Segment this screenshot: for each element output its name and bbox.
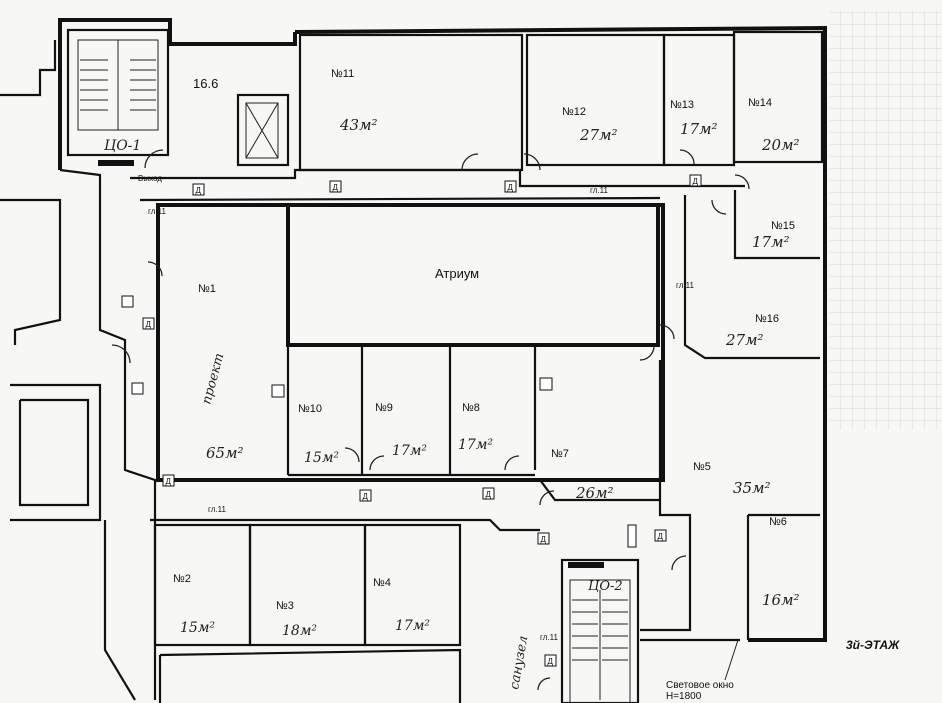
room-number: №4 bbox=[373, 577, 391, 589]
skylight-height: Н=1800 bbox=[666, 691, 702, 702]
fire-marker bbox=[131, 382, 144, 395]
room-number: №15 bbox=[771, 220, 795, 232]
skylight-label: Световое окно bbox=[666, 680, 734, 691]
svg-text:Д: Д bbox=[333, 183, 339, 192]
room-area: 27м² bbox=[725, 331, 764, 349]
room-number: №10 bbox=[298, 403, 322, 415]
room-number: №7 bbox=[551, 448, 569, 460]
svg-text:Д: Д bbox=[508, 183, 514, 192]
svg-text:Д: Д bbox=[166, 477, 172, 486]
room-area: 15м² bbox=[304, 450, 339, 466]
fire-marker: Д bbox=[162, 474, 175, 487]
partition-note: гл.11 bbox=[208, 505, 226, 514]
room-area: 65м² bbox=[206, 444, 244, 462]
room-number: №6 bbox=[769, 516, 787, 528]
floor-label: 3й-ЭТАЖ bbox=[846, 638, 900, 652]
fire-marker: Д bbox=[689, 174, 702, 187]
room-number: №9 bbox=[375, 402, 393, 414]
room-areas: 43м² 27м² 17м² 20м² 17м² 27м² 65м² 15м² … bbox=[180, 116, 800, 639]
room-area: 16м² bbox=[762, 591, 800, 609]
outer-walls bbox=[0, 18, 827, 701]
handwritten-note: санузел bbox=[507, 635, 531, 691]
neighbour-hatch bbox=[830, 10, 942, 430]
stairwell-1: ЦО-1 bbox=[66, 28, 170, 166]
room-area: 20м² bbox=[761, 136, 800, 154]
svg-text:Д: Д bbox=[196, 186, 202, 195]
stairwell-2: ЦО-2 bbox=[560, 558, 640, 703]
elevator-shaft bbox=[236, 93, 290, 167]
room-number: №14 bbox=[748, 97, 772, 109]
fire-marker: Д bbox=[544, 654, 557, 667]
central-block bbox=[156, 203, 665, 482]
room-area: 26м² bbox=[575, 484, 614, 502]
fire-markers: Д Д Д Д Д Д Д Д Д Д Д bbox=[121, 174, 702, 667]
partition-note: гл.11 bbox=[148, 207, 166, 216]
room-area: 17м² bbox=[752, 233, 790, 251]
room-area: 17м² bbox=[392, 443, 427, 459]
fire-marker: Д bbox=[482, 487, 495, 500]
room-number: №8 bbox=[462, 402, 480, 414]
room-number: №16 bbox=[755, 313, 779, 325]
bottom-rooms bbox=[153, 523, 462, 703]
room-area: 15м² bbox=[180, 620, 215, 636]
room-area: 35м² bbox=[733, 479, 771, 497]
room-area: 43м² bbox=[339, 116, 378, 134]
svg-text:Д: Д bbox=[486, 490, 492, 499]
room-area: 17м² bbox=[680, 120, 718, 138]
svg-text:Д: Д bbox=[363, 492, 369, 501]
fire-marker: Д bbox=[192, 183, 205, 196]
fire-marker: Д bbox=[537, 532, 550, 545]
room-area: 17м² bbox=[458, 437, 493, 453]
fire-marker bbox=[121, 295, 134, 308]
room-numbers: №11 №12 №13 №14 №15 №16 №1 №10 №9 №8 №7 … bbox=[173, 68, 795, 612]
fire-marker: Д bbox=[329, 180, 342, 193]
svg-text:Д: Д bbox=[541, 535, 547, 544]
room-number: №12 bbox=[562, 106, 586, 118]
doors bbox=[111, 149, 750, 691]
stairwell-2-label: ЦО-2 bbox=[588, 579, 623, 594]
room-number: №1 bbox=[198, 283, 216, 295]
svg-text:Д: Д bbox=[146, 320, 152, 329]
room-number: №3 bbox=[276, 600, 294, 612]
room-number: №11 bbox=[331, 68, 354, 80]
room-number: №2 bbox=[173, 573, 191, 585]
partition-note: гл.11 bbox=[590, 186, 608, 195]
area-16-6-label: 16.6 bbox=[193, 76, 218, 91]
fire-marker: Д bbox=[359, 489, 372, 502]
handwritten-note: проект bbox=[199, 352, 227, 406]
room-area: 27м² bbox=[579, 126, 618, 144]
stairwell-1-label: ЦО-1 bbox=[104, 138, 141, 154]
fire-marker: Д bbox=[654, 529, 667, 542]
partition-note: гл.11 bbox=[540, 633, 558, 642]
fire-marker: Д bbox=[504, 180, 517, 193]
atrium-label: Атриум bbox=[435, 266, 479, 281]
exit-label: Выход bbox=[138, 174, 162, 183]
room-area: 18м² bbox=[282, 623, 317, 639]
partition-note: гл.11 bbox=[676, 281, 694, 290]
svg-text:Д: Д bbox=[548, 657, 554, 666]
room-number: №5 bbox=[693, 461, 711, 473]
svg-text:Д: Д bbox=[693, 177, 699, 186]
top-rooms bbox=[298, 30, 824, 172]
fire-marker: Д bbox=[142, 317, 155, 330]
svg-text:Д: Д bbox=[658, 532, 664, 541]
right-rooms bbox=[640, 190, 820, 640]
room-number: №13 bbox=[670, 99, 694, 111]
room-area: 17м² bbox=[395, 618, 430, 634]
